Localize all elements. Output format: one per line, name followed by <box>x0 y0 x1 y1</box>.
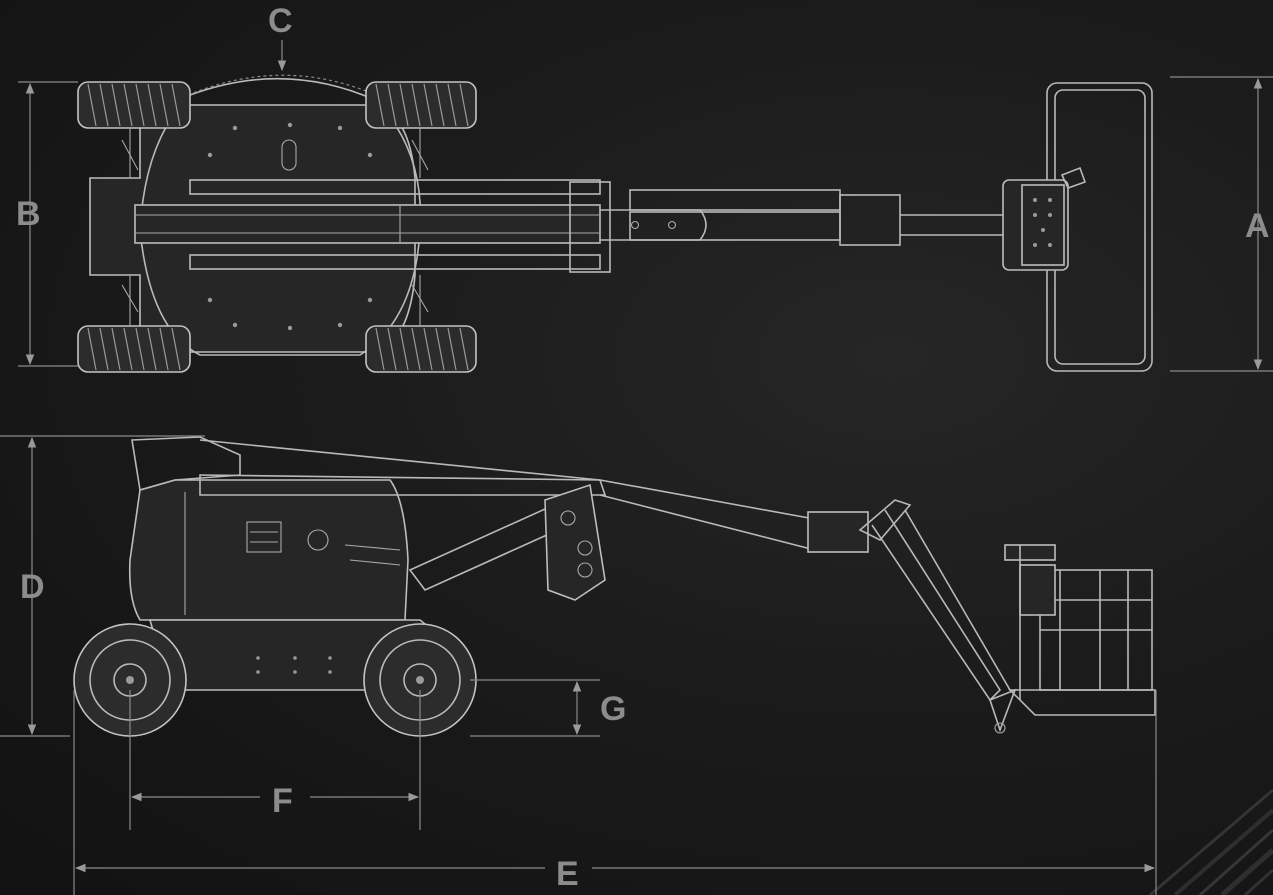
top-left-front-tire <box>77 81 191 129</box>
top-view-platform <box>1002 82 1153 372</box>
side-view-platform <box>1004 544 1156 716</box>
top-right-front-tire <box>365 81 477 129</box>
label-e: E <box>556 855 579 893</box>
side-view-boom <box>199 439 1017 734</box>
label-g: G <box>600 690 626 728</box>
swing-radius-arc <box>187 74 379 97</box>
label-a: A <box>1245 207 1270 245</box>
top-left-rear-tire <box>77 325 191 373</box>
side-view-body <box>128 479 409 621</box>
label-d: D <box>20 568 45 606</box>
side-view <box>73 436 1156 737</box>
dimension-lines <box>0 40 1273 895</box>
label-c: C <box>268 2 293 40</box>
turntable-bolts <box>207 122 373 331</box>
label-b: B <box>16 195 41 233</box>
top-view <box>77 74 1153 373</box>
decorative-streaks <box>1149 788 1273 895</box>
label-f: F <box>272 782 293 820</box>
top-right-rear-tire <box>365 325 477 373</box>
top-view-boom <box>134 179 1023 273</box>
